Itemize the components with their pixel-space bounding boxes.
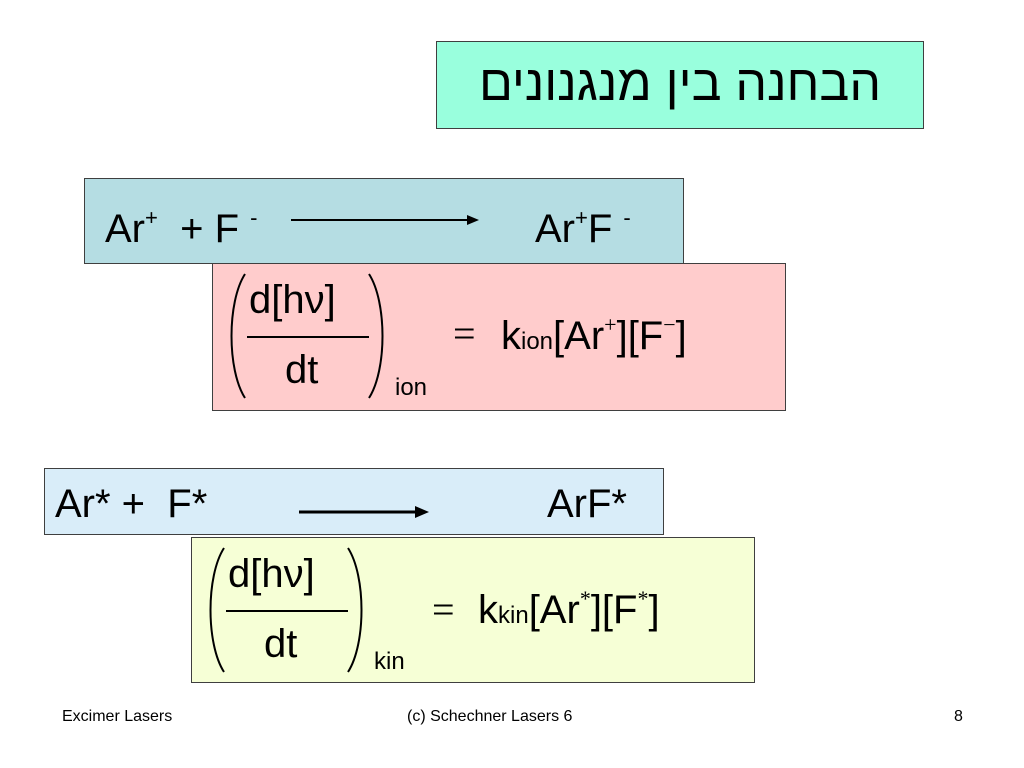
kin-numerator: d[hν] — [228, 552, 315, 596]
footer-center: (c) Schechner Lasers 6 — [407, 708, 573, 725]
ion-rate-equation-box: d[hν] dt ion = kion[Ar+][F−] — [212, 263, 786, 411]
footer-left: Excimer Lasers — [62, 708, 173, 725]
slide-title-box: הבחנה בין מנגנונים — [436, 41, 924, 129]
ion-rhs: kion[Ar+][F−] — [501, 312, 687, 358]
kin-right-paren — [347, 547, 363, 673]
kinetic-reaction-reactants: Ar* + F* — [55, 482, 208, 526]
slide-number: 8 — [954, 708, 963, 725]
ion-right-paren — [368, 273, 384, 399]
kin-left-paren — [209, 547, 225, 673]
ion-equals: = — [453, 311, 476, 356]
kin-rhs: kkin[Ar*][F*] — [478, 586, 660, 632]
ion-reaction-box: Ar+ + F - Ar+F - — [84, 178, 684, 264]
kin-subscript: kin — [374, 648, 405, 675]
ion-left-paren — [230, 273, 246, 399]
kin-fraction-line — [226, 610, 348, 612]
ion-numerator: d[hν] — [249, 278, 336, 322]
ion-reaction-arrow — [291, 215, 479, 225]
ion-subscript: ion — [395, 374, 428, 401]
kin-equals: = — [432, 587, 455, 632]
kin-denominator: dt — [264, 622, 298, 666]
ion-reaction-product: Ar+F - — [535, 205, 631, 251]
ion-reaction-reactants: Ar+ + F - — [105, 205, 258, 251]
ion-fraction-line — [247, 336, 369, 338]
kinetic-reaction-product: ArF* — [547, 482, 627, 526]
slide-title: הבחנה בין מנגנונים — [478, 55, 882, 111]
kinetic-reaction-arrow — [299, 506, 429, 518]
kinetic-reaction-box: Ar* + F* ArF* — [44, 468, 664, 535]
ion-denominator: dt — [285, 348, 319, 392]
kinetic-rate-equation-box: d[hν] dt kin = kkin[Ar*][F*] — [191, 537, 755, 683]
